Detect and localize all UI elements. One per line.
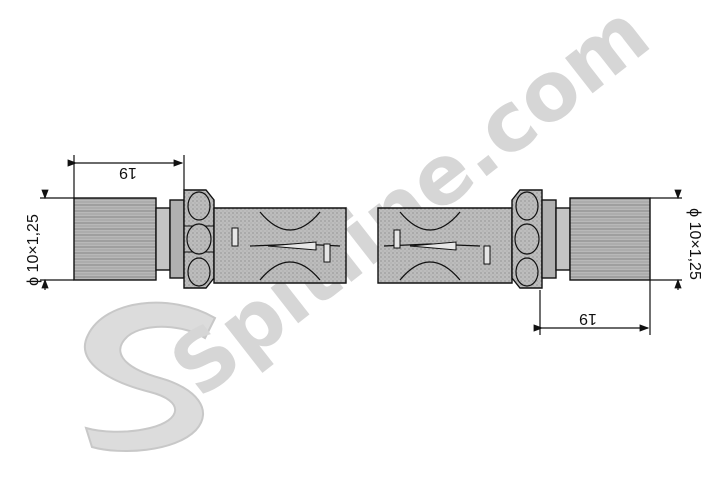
right-knurled-fitting — [569, 197, 651, 281]
left-fitting-shoulder — [155, 207, 171, 271]
left-fitting-collar — [169, 199, 185, 279]
right-length-label: 19 — [579, 310, 597, 327]
right-length-dimension — [533, 280, 651, 335]
right-hose-assembly — [377, 189, 651, 289]
left-hose-assembly — [73, 189, 347, 289]
left-knurled-fitting — [73, 197, 157, 281]
left-length-label: 19 — [119, 164, 137, 181]
left-thread-dimension — [40, 189, 74, 290]
watermark-s-logo — [84, 301, 217, 452]
right-fitting-collar — [541, 199, 557, 279]
left-thread-label: ϕ 10×1,25 — [25, 214, 42, 286]
right-thread-label: ϕ 10×1,25 — [686, 208, 703, 280]
left-length-dimension — [67, 155, 185, 198]
right-thread-dimension — [650, 189, 682, 290]
right-fitting-shoulder — [555, 207, 571, 271]
